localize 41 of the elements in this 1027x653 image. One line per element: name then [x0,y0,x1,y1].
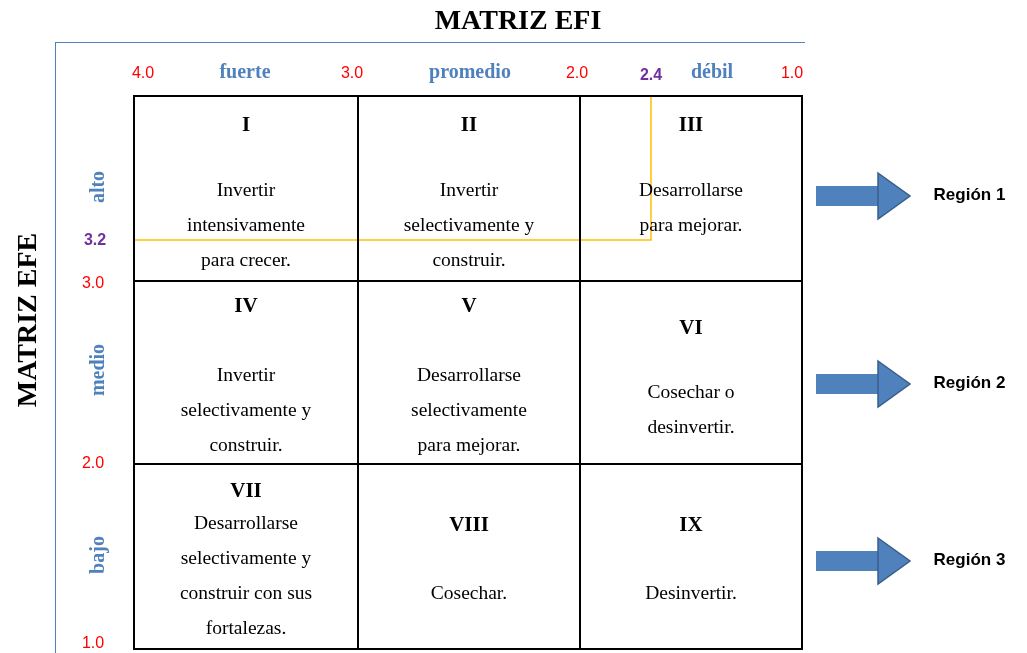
scale-value: 1.0 [81,634,105,652]
scale-value: 2.0 [81,454,105,472]
threshold-value: 2.4 [639,66,663,84]
axis-title: MATRIZ EFE [11,232,43,408]
axis-category: bajo [85,536,109,574]
region-label: Región 2 [912,373,1027,395]
strategy-text: Desarrollarse selectivamente para mejorar. [410,363,528,457]
strategy-text: Desarrollarse selectivamente y construir con sus fortalezas. [178,511,314,640]
matrix-cell [133,95,359,282]
axis-category: fuerte [219,59,271,83]
roman-numeral: V [460,293,478,318]
strategy-text: Cosechar. [429,581,509,605]
axis-category: promedio [429,59,511,83]
roman-numeral: IX [678,512,704,537]
strategy-text: Cosechar o desinvertir. [646,380,736,439]
roman-numeral: VII [229,478,263,503]
axis-category: alto [85,170,109,204]
strategy-text: Desinvertir. [644,581,738,605]
roman-numeral: VI [678,315,704,340]
region-label: Región 1 [912,185,1027,207]
strategy-text: Invertir selectivamente y construir. [402,178,536,272]
axis-category: medio [85,343,109,397]
scale-value: 3.0 [340,64,364,82]
roman-numeral: VIII [448,512,490,537]
scale-value: 3.0 [81,274,105,292]
axis-category: débil [690,59,734,83]
roman-numeral: IV [233,293,259,318]
roman-numeral: II [459,112,479,137]
scale-value: 2.0 [565,64,589,82]
region-label: Región 3 [912,550,1027,572]
roman-numeral: III [677,112,705,137]
scale-value: 1.0 [780,64,804,82]
matrix-cell [579,463,803,650]
strategy-text: Invertir selectivamente y construir. [179,363,313,457]
threshold-value: 3.2 [83,231,107,249]
matrix-cell [133,463,359,650]
title: MATRIZ EFI [433,4,603,36]
strategy-text: Invertir intensivamente para crecer. [185,178,307,272]
scale-value: 4.0 [131,64,155,82]
matrix-cell [579,95,803,282]
roman-numeral: I [240,112,252,137]
